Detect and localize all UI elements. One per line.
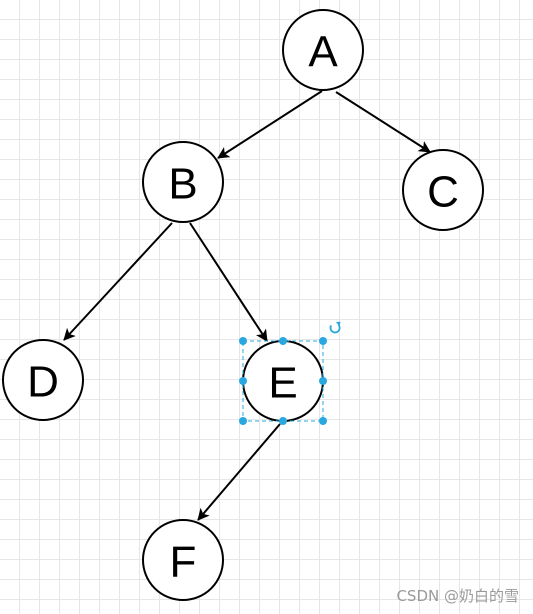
node-e-label: E bbox=[268, 359, 297, 408]
resize-handle-ne[interactable] bbox=[319, 337, 327, 345]
resize-handle-s[interactable] bbox=[279, 417, 287, 425]
selection-layer bbox=[239, 321, 341, 425]
resize-handle-sw[interactable] bbox=[239, 417, 247, 425]
edge-b-to-e[interactable] bbox=[189, 222, 268, 342]
resize-handle-nw[interactable] bbox=[239, 337, 247, 345]
node-d-circle[interactable] bbox=[2, 339, 84, 421]
edge-a-to-b[interactable] bbox=[217, 90, 323, 159]
node-f[interactable]: F bbox=[142, 519, 224, 601]
node-a[interactable]: A bbox=[282, 9, 364, 91]
node-b[interactable]: B bbox=[142, 141, 224, 223]
resize-handle-n[interactable] bbox=[279, 337, 287, 345]
node-f-label: F bbox=[170, 538, 197, 587]
node-d-label: D bbox=[27, 358, 59, 407]
resize-handle-e[interactable] bbox=[319, 377, 327, 385]
edge-b-to-d[interactable] bbox=[63, 222, 173, 341]
node-f-circle[interactable] bbox=[142, 519, 224, 601]
node-d[interactable]: D bbox=[2, 339, 84, 421]
resize-handle-se[interactable] bbox=[319, 417, 327, 425]
resize-handle-w[interactable] bbox=[239, 377, 247, 385]
node-b-circle[interactable] bbox=[142, 141, 224, 223]
node-e[interactable]: E bbox=[242, 340, 324, 422]
node-a-circle[interactable] bbox=[282, 9, 364, 91]
node-c-circle[interactable] bbox=[402, 149, 484, 231]
nodes-layer: A B C D E F bbox=[2, 9, 484, 601]
node-c[interactable]: C bbox=[402, 149, 484, 231]
rotate-icon[interactable] bbox=[329, 321, 341, 334]
edge-e-to-f[interactable] bbox=[197, 423, 281, 521]
watermark: CSDN @奶白的雪 bbox=[396, 587, 519, 605]
rotate-icon-arrow bbox=[336, 321, 341, 327]
edge-a-to-c[interactable] bbox=[335, 91, 431, 153]
rotate-icon-arc bbox=[329, 324, 341, 334]
node-b-label: B bbox=[168, 160, 197, 209]
node-a-label: A bbox=[308, 28, 338, 77]
edges-layer bbox=[63, 90, 431, 521]
node-c-label: C bbox=[427, 168, 459, 217]
